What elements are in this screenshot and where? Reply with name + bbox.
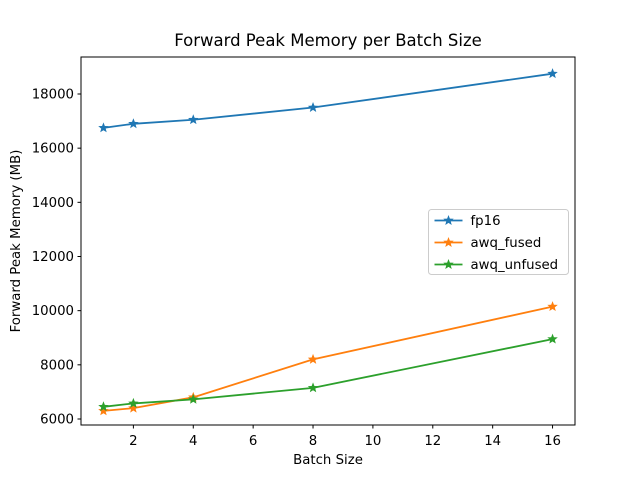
- series-marker-awq_fused: [98, 405, 109, 416]
- legend-sample-marker-fp16: [443, 215, 454, 225]
- y-tick-label: 14000: [32, 196, 74, 211]
- y-tick-label: 6000: [40, 412, 74, 427]
- y-tick-label: 16000: [32, 142, 74, 157]
- series-marker-fp16: [307, 102, 319, 112]
- x-axis-label: Batch Size: [293, 453, 363, 468]
- x-tick-label: 16: [544, 434, 561, 449]
- series-line-awq_unfused: [102, 338, 554, 408]
- series-marker-awq_unfused: [98, 401, 109, 412]
- x-tick-label: 14: [484, 434, 501, 449]
- x-tick-label: 6: [249, 434, 257, 449]
- series-line-fp16: [102, 72, 554, 129]
- y-tick-label: 18000: [32, 87, 74, 102]
- legend-label-awq_fused: awq_fused: [471, 236, 542, 251]
- legend-sample-marker-awq_unfused: [443, 259, 454, 269]
- y-tick-label: 8000: [40, 358, 74, 373]
- y-axis-label: Forward Peak Memory (MB): [9, 150, 24, 333]
- legend-label-awq_unfused: awq_unfused: [471, 258, 559, 273]
- legend-label-fp16: fp16: [471, 214, 501, 229]
- legend-box: [428, 209, 569, 275]
- chart-title: Forward Peak Memory per Batch Size: [174, 31, 482, 50]
- x-tick-label: 2: [129, 434, 137, 449]
- y-tick-label: 10000: [32, 304, 74, 319]
- legend-sample-marker-awq_fused: [443, 237, 454, 247]
- plot-area: 2 4 6 8 10 12 14 16 6000 8000 10000 12000 14000 16000…: [32, 56, 576, 449]
- series-marker-awq_fused: [307, 353, 319, 364]
- series-marker-fp16: [547, 68, 558, 79]
- series-marker-fp16: [98, 122, 109, 133]
- y-tick-label: 12000: [32, 250, 74, 265]
- x-tick-label: 12: [424, 434, 441, 449]
- plot-frame: [80, 56, 576, 426]
- series-line-awq_fused: [102, 305, 554, 412]
- series-marker-awq_unfused: [307, 382, 319, 393]
- series-marker-awq_fused: [128, 402, 139, 413]
- series-marker-fp16: [188, 114, 199, 125]
- series-marker-fp16: [128, 118, 139, 129]
- series-marker-awq_fused: [547, 301, 558, 312]
- series-marker-awq_unfused: [188, 393, 199, 404]
- series-marker-awq_unfused: [128, 397, 139, 408]
- series-marker-awq_unfused: [547, 333, 558, 344]
- x-tick-label: 4: [189, 434, 197, 449]
- x-tick-label: 8: [309, 434, 317, 449]
- x-tick-label: 10: [364, 434, 381, 449]
